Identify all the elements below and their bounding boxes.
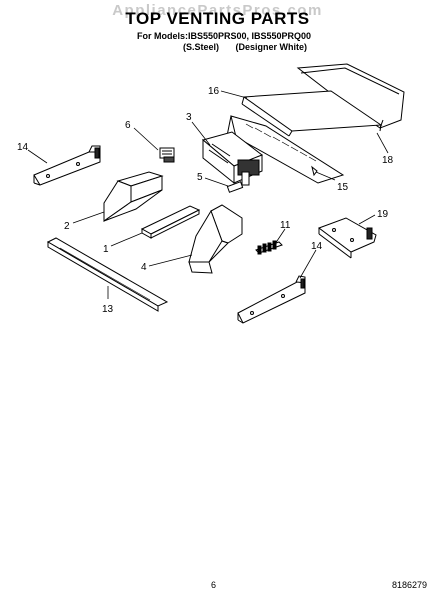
callout-11: 11 <box>280 220 291 231</box>
part-rail <box>140 205 201 239</box>
leader-lines <box>27 90 389 299</box>
part-duct-cover <box>241 90 383 137</box>
callout-18: 18 <box>382 155 394 166</box>
document-number: 8186279 <box>391 580 427 590</box>
page-title: TOP VENTING PARTS <box>125 9 310 28</box>
callout-14-right: 14 <box>311 241 323 252</box>
callout-13: 13 <box>102 304 114 315</box>
part-bracket-right <box>237 275 306 324</box>
callout-3: 3 <box>186 112 192 123</box>
variant-white: (Designer White) <box>235 42 308 52</box>
callout-16: 16 <box>208 86 220 97</box>
callout-4: 5 <box>197 172 203 183</box>
part-terminal-block <box>255 240 283 255</box>
part-latch-plate <box>317 217 377 259</box>
watermark: AppliancePartsPros.com <box>112 2 323 19</box>
callout-5: 4 <box>141 262 147 273</box>
part-connector <box>159 147 175 163</box>
part-duct-bracket <box>188 204 243 274</box>
variant-steel: (S.Steel) <box>183 42 220 52</box>
part-fan-motor <box>201 131 264 186</box>
callout-2: 2 <box>64 221 70 232</box>
callout-19: 19 <box>377 209 389 220</box>
part-duct <box>103 171 164 222</box>
callout-15: 15 <box>337 182 349 193</box>
part-bracket-left <box>33 145 101 186</box>
model-numbers: For Models:IBS550PRS00, IBS550PRQ00 <box>137 31 312 41</box>
model-variants: (S.Steel) (Designer White) <box>183 42 307 52</box>
page-number: 6 <box>211 580 217 590</box>
part-channel <box>46 237 169 312</box>
callout-14-left: 14 <box>17 142 29 153</box>
part-thermal-fuse <box>226 181 244 193</box>
callout-1: 1 <box>103 244 109 255</box>
callout-6: 6 <box>125 120 131 131</box>
